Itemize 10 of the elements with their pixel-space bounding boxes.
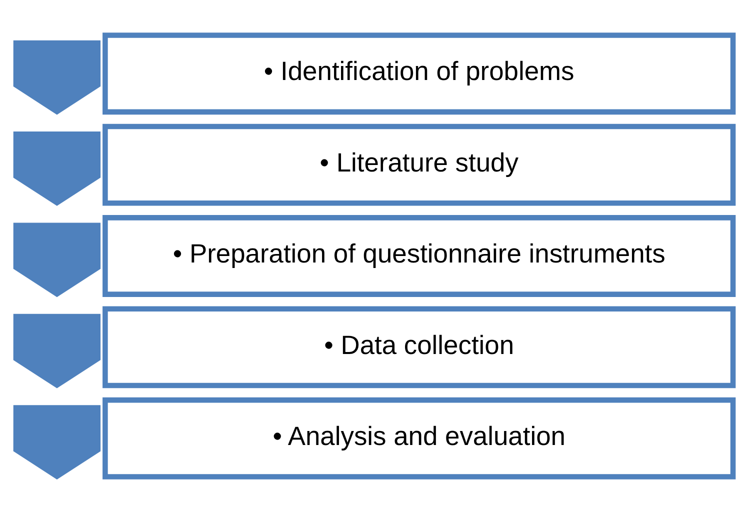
node-chevron bbox=[13, 222, 101, 297]
node-box: • Data collection bbox=[102, 306, 736, 388]
node-box: • Identification of problems bbox=[102, 32, 736, 114]
node-chevron bbox=[13, 40, 101, 114]
node-chevron bbox=[13, 313, 101, 388]
node-chevron bbox=[13, 404, 101, 479]
node-box: • Analysis and evaluation bbox=[102, 396, 736, 479]
node-box: • Literature study bbox=[102, 123, 736, 206]
node-box: • Preparation of questionnaire instruments bbox=[102, 214, 736, 296]
node-chevron bbox=[13, 131, 101, 206]
